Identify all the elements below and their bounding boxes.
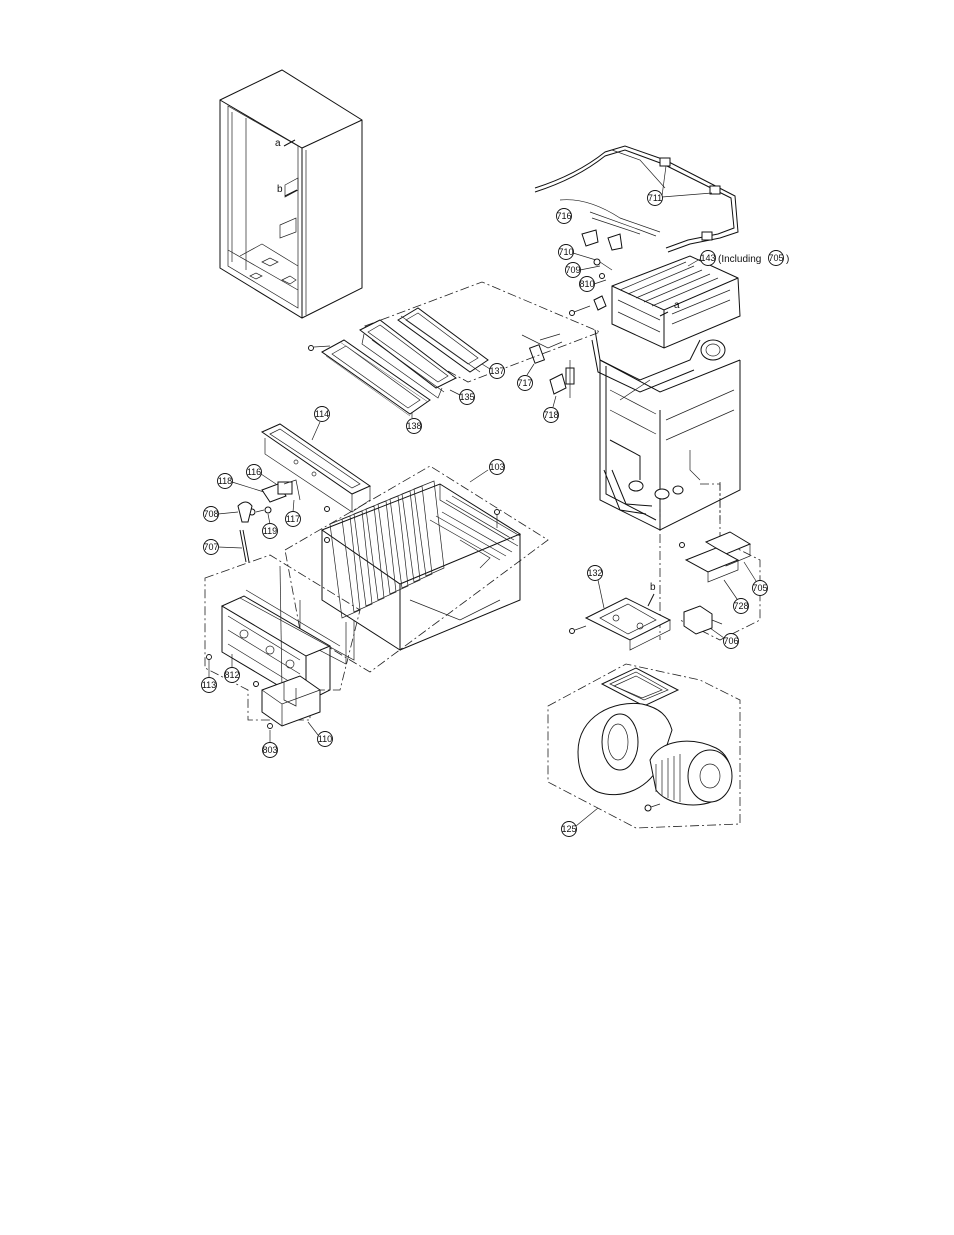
svg-text:125: 125: [561, 824, 576, 834]
callout-119: 119: [263, 514, 278, 539]
svg-text:103: 103: [489, 462, 504, 472]
callout-114: 114: [312, 407, 330, 441]
svg-text:728: 728: [733, 601, 748, 611]
reference-letter-a-cabinet: a: [275, 138, 295, 149]
thermal-clip: [550, 360, 574, 398]
svg-text:110: 110: [318, 734, 332, 744]
svg-text:b: b: [650, 582, 656, 593]
svg-text:717: 717: [517, 378, 532, 388]
svg-text:718: 718: [543, 410, 558, 420]
reference-letter-b-fan: b: [648, 582, 656, 606]
callout-137: 137: [482, 364, 505, 379]
svg-text:710: 710: [558, 247, 573, 257]
callout-135: 135: [450, 390, 475, 405]
svg-text:118: 118: [218, 476, 232, 486]
svg-text:116: 116: [247, 467, 261, 477]
callout-710: 710: [558, 245, 596, 261]
svg-text:a: a: [674, 300, 680, 311]
callout-718: 718: [543, 396, 558, 423]
callout-716: 716: [556, 209, 571, 224]
callout-717: 717: [517, 364, 534, 391]
callout-110: 110: [308, 722, 333, 747]
thermal-fuse: [522, 334, 562, 363]
svg-text:705: 705: [768, 253, 783, 263]
svg-text:(Including: (Including: [718, 254, 761, 265]
callout-707: 707: [203, 540, 242, 555]
svg-text:705: 705: [752, 583, 767, 593]
callout-132: 132: [587, 566, 604, 609]
screw-manifold: [254, 682, 259, 687]
callout-103: 103: [470, 460, 505, 483]
gasket-group-outline: [365, 282, 600, 382]
ignition-pin: [240, 530, 249, 562]
callout-143-note: (Including 705 ): [718, 251, 789, 266]
svg-text:b: b: [277, 184, 283, 195]
gas-inlet-bracket: [262, 676, 320, 726]
callout-708: 708: [203, 507, 238, 522]
svg-text:114: 114: [315, 409, 329, 419]
bracket-728: [686, 548, 738, 582]
screw-bracket: [680, 543, 685, 548]
reference-letter-b-cabinet: b: [277, 184, 297, 196]
svg-text:a: a: [275, 138, 281, 149]
igniter-parts: [249, 480, 300, 515]
svg-text:707: 707: [203, 542, 218, 552]
fan-base-plate: [586, 598, 670, 650]
svg-text:803: 803: [262, 745, 277, 755]
screws-igniter: [325, 507, 330, 543]
burner-tubes: [330, 481, 444, 618]
svg-text:113: 113: [202, 680, 216, 690]
callout-728: 728: [724, 580, 749, 614]
burner-assembly: [300, 481, 520, 664]
svg-text:812: 812: [224, 670, 239, 680]
callout-705: 705: [744, 562, 768, 596]
callout-116: 116: [247, 465, 277, 485]
heat-exchanger-assembly: [592, 256, 740, 530]
svg-text:138: 138: [406, 421, 421, 431]
cabinet-casing: [220, 70, 362, 318]
svg-text:117: 117: [286, 514, 300, 524]
callout-709: 709: [565, 263, 600, 278]
svg-text:): ): [786, 254, 789, 265]
svg-text:132: 132: [587, 568, 602, 578]
svg-text:716: 716: [556, 211, 571, 221]
svg-text:119: 119: [263, 526, 277, 536]
svg-text:810: 810: [579, 279, 594, 289]
svg-text:709: 709: [565, 265, 580, 275]
callout-706: 706: [710, 628, 739, 649]
screw-fan-base: [570, 626, 587, 634]
burner-group-outline: [285, 466, 548, 672]
svg-text:711: 711: [648, 193, 662, 203]
callout-113: 113: [202, 655, 217, 693]
svg-text:135: 135: [459, 392, 474, 402]
svg-text:708: 708: [203, 509, 218, 519]
svg-text:706: 706: [723, 636, 738, 646]
callout-117: 117: [286, 500, 301, 527]
electrode-harness: [535, 146, 738, 252]
svg-text:137: 137: [489, 366, 504, 376]
electrode-cap: [238, 502, 252, 522]
fan-motor-assembly: [578, 668, 732, 811]
svg-text:143: 143: [700, 253, 715, 263]
callout-125: 125: [561, 808, 598, 837]
callout-803: 803: [262, 724, 277, 758]
callout-812: 812: [224, 654, 239, 683]
pressure-switch: [684, 606, 722, 634]
